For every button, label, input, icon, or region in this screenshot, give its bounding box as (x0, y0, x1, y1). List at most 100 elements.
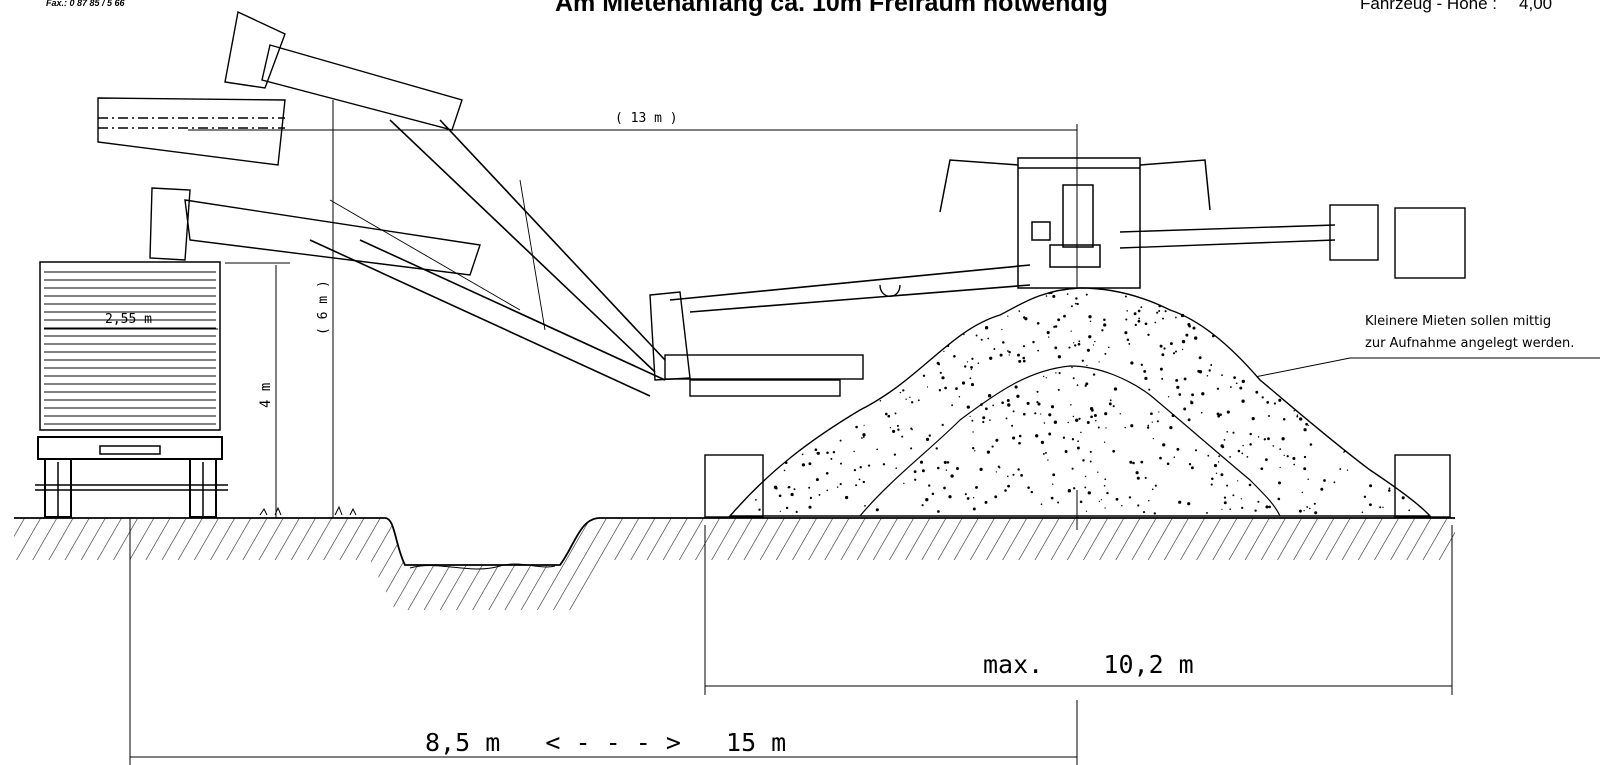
pile-speckle (1022, 412, 1026, 416)
pile-speckle (1072, 377, 1075, 380)
pile-speckle (1090, 415, 1093, 419)
pile-speckle (1052, 473, 1056, 477)
pile-speckle (937, 466, 940, 470)
pile-speckle (755, 499, 757, 501)
pile-speckle (910, 447, 913, 450)
pile-speckle (986, 450, 991, 454)
pile-speckle (1053, 325, 1056, 328)
pile-speckle (1128, 342, 1131, 345)
pile-speckle (1143, 369, 1147, 373)
pile-speckle (1062, 436, 1066, 439)
pile-speckle (1185, 333, 1189, 337)
pile-speckle (1401, 496, 1405, 500)
pile-speckle (1014, 385, 1018, 389)
pile-speckle (1104, 507, 1106, 509)
pile-speckle (966, 497, 970, 500)
pile-speckle (939, 371, 942, 374)
pile-speckle (1158, 304, 1161, 308)
pile-speckle (1241, 399, 1245, 403)
pile-speckle (1379, 506, 1382, 509)
pile-speckle (935, 447, 938, 450)
pile-speckle (1005, 417, 1008, 420)
pile-speckle (961, 381, 966, 385)
pile-speckle (1183, 407, 1187, 411)
pile-speckle (1007, 484, 1010, 488)
pile-speckle (1070, 305, 1073, 308)
pile-speckle (999, 353, 1003, 357)
pile-speckle (1124, 331, 1128, 335)
pile-speckle (1134, 323, 1137, 327)
pile-speckle (995, 471, 998, 473)
pile-speckle (1216, 412, 1220, 416)
pile-speckle (1071, 467, 1074, 470)
pile-speckle (1207, 454, 1210, 457)
pile-speckle (1124, 426, 1126, 429)
pile-speckle (1048, 432, 1052, 436)
pile-speckle (1183, 377, 1187, 381)
pile-speckle (1112, 449, 1116, 453)
pile-speckle (1221, 374, 1223, 376)
pile-speckle (1017, 468, 1020, 471)
pile-speckle (1237, 480, 1239, 482)
pile-speckle (1194, 449, 1198, 452)
pile-speckle (1211, 477, 1214, 481)
pile-speckle (1333, 481, 1336, 484)
pile-speckle (1216, 387, 1220, 390)
pile-speckle (1057, 355, 1062, 359)
pile-speckle (1138, 317, 1141, 320)
pile-speckle (1178, 500, 1182, 504)
pile-speckle (1156, 420, 1159, 423)
pile-speckle (1268, 505, 1271, 509)
pile-speckle (1002, 341, 1005, 344)
pile-speckle (1163, 347, 1166, 350)
pile-speckle (1129, 460, 1133, 464)
pile-speckle (911, 428, 913, 431)
pile-speckle (783, 469, 786, 472)
pile-speckle (1022, 345, 1026, 348)
pile-speckle (1073, 342, 1075, 344)
pile-speckle (1046, 331, 1050, 335)
pile-speckle (1273, 402, 1276, 405)
pile-speckle (1004, 489, 1007, 492)
pile-speckle (1070, 330, 1072, 332)
pile-speckle (1164, 310, 1167, 313)
pile-speckle (1190, 400, 1192, 402)
pile-speckle (1142, 511, 1146, 514)
pile-speckle (893, 453, 897, 456)
pile-speckle (1229, 456, 1231, 458)
pile-speckle (785, 506, 789, 510)
pile-speckle (1242, 444, 1244, 447)
pile-speckle (809, 496, 813, 500)
pile-speckle (1030, 490, 1034, 494)
pile-speckle (982, 416, 986, 420)
pile-speckle (943, 460, 947, 464)
pile-speckle (1007, 475, 1009, 478)
pile-speckle (1159, 456, 1162, 460)
pile-speckle (1130, 361, 1134, 365)
pile-speckle (779, 510, 781, 513)
pile-speckle (994, 495, 998, 499)
pile-speckle (1137, 504, 1140, 507)
pile-speckle (926, 386, 929, 388)
pile-speckle (1320, 487, 1324, 491)
pile-speckle (1020, 474, 1023, 477)
pile-speckle (1103, 323, 1107, 327)
pile-speckle (801, 453, 804, 456)
pile-speckle (953, 355, 956, 358)
pile-note-line-1: Kleinere Mieten sollen mittig (1365, 314, 1551, 329)
pile-speckle (1098, 361, 1100, 363)
pile-speckle (980, 338, 983, 341)
pile-speckle (864, 505, 866, 507)
pile-speckle (1223, 439, 1226, 441)
pile-speckle (853, 450, 855, 453)
truck (35, 261, 228, 518)
pile-speckle (1303, 428, 1307, 432)
pile-speckle (863, 424, 865, 426)
pile-speckle (1156, 311, 1159, 314)
pile-speckle (971, 357, 974, 360)
pile-speckle (1057, 388, 1060, 391)
pile-speckle (1388, 489, 1391, 492)
pile-speckle (1022, 359, 1026, 363)
pile-speckle (1277, 497, 1281, 501)
pile-speckle (826, 489, 829, 492)
